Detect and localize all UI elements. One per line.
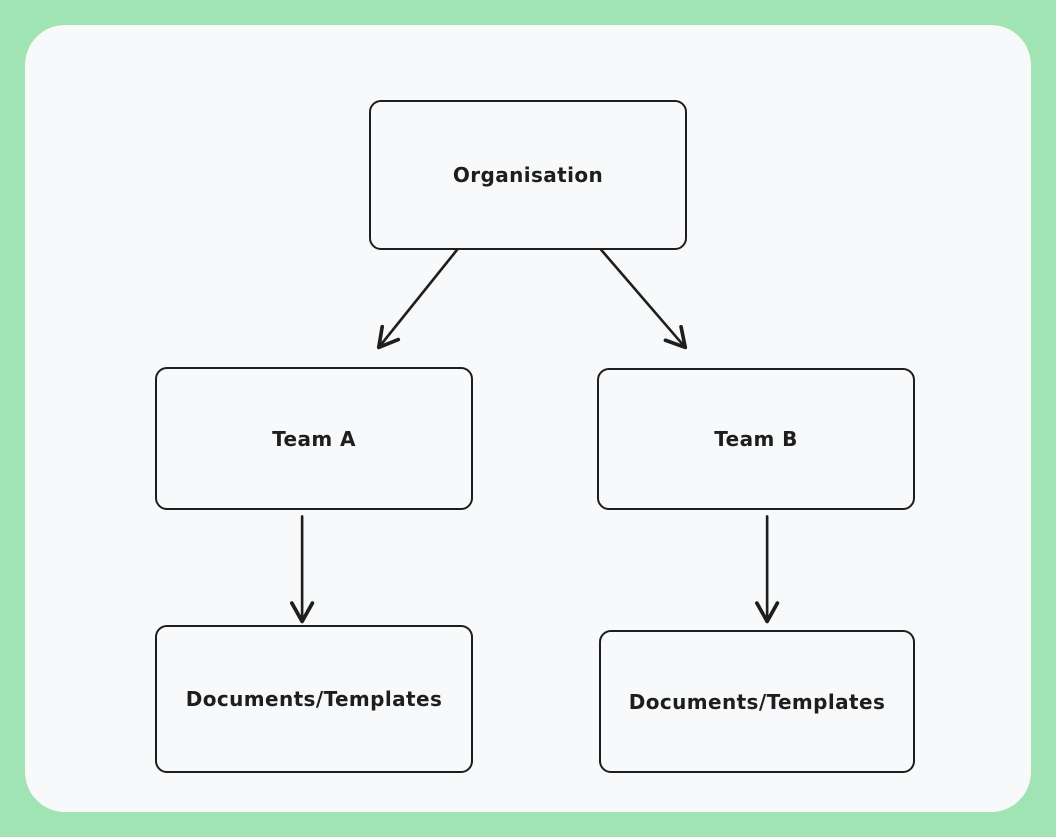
node-documents-templates-b[interactable]: Documents/Templates — [599, 630, 915, 773]
edge-organisation-team-a[interactable] — [376, 240, 466, 350]
edges-layer — [289, 240, 780, 624]
node-team-b-label: Team B — [714, 427, 798, 451]
node-organisation[interactable]: Organisation — [369, 100, 687, 250]
node-documents-b-label: Documents/Templates — [628, 689, 886, 714]
node-documents-templates-a[interactable]: Documents/Templates — [155, 625, 473, 773]
node-documents-a-label: Documents/Templates — [185, 687, 443, 711]
node-team-a-label: Team A — [272, 426, 356, 451]
node-team-b[interactable]: Team B — [597, 368, 915, 510]
node-team-a[interactable]: Team A — [155, 367, 473, 510]
node-organisation-label: Organisation — [452, 163, 604, 187]
diagram-canvas: Organisation Team A Team B Documents/Tem… — [25, 25, 1031, 812]
edge-organisation-team-b[interactable] — [592, 240, 688, 350]
